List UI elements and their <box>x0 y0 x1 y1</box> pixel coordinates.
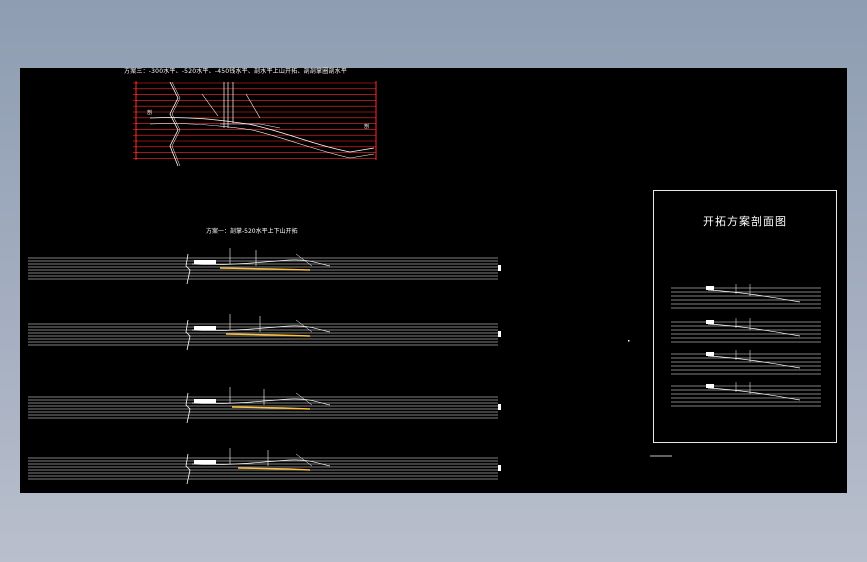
cad-drawing-sheet: 剖 剖 方案三：-300水平、-520水平、-450钱水平、剖水平上山开拓、剖剖… <box>20 68 847 493</box>
thumbnail-section-4 <box>671 382 821 407</box>
profile-legend-panel: 开拓方案剖面图 <box>653 190 837 443</box>
svg-text:剖: 剖 <box>364 123 369 130</box>
thumbnail-section-3 <box>671 350 821 375</box>
plan-one-section-3 <box>28 387 501 424</box>
section-drawing-canvas: 剖 剖 <box>28 81 821 485</box>
plan-one-section-4 <box>28 448 501 485</box>
plan-three-title: 方案三：-300水平、-520水平、-450钱水平、剖水平上山开拓、剖剖掌圈剖水… <box>124 68 348 75</box>
plan-three-section: 剖 剖 <box>133 81 377 167</box>
plan-one-section-1 <box>28 248 501 285</box>
plan-one-sections <box>28 248 501 485</box>
thumbnail-section-2 <box>671 318 821 343</box>
plan-one-title: 方案一：剖掌-520水平上下山开拓 <box>206 228 298 235</box>
thumbnail-section-1 <box>671 284 821 309</box>
svg-text:剖: 剖 <box>147 109 152 116</box>
plan-one-section-2 <box>28 314 501 351</box>
legend-thumbnail-sections <box>671 284 821 407</box>
panel-title: 开拓方案剖面图 <box>703 215 787 228</box>
